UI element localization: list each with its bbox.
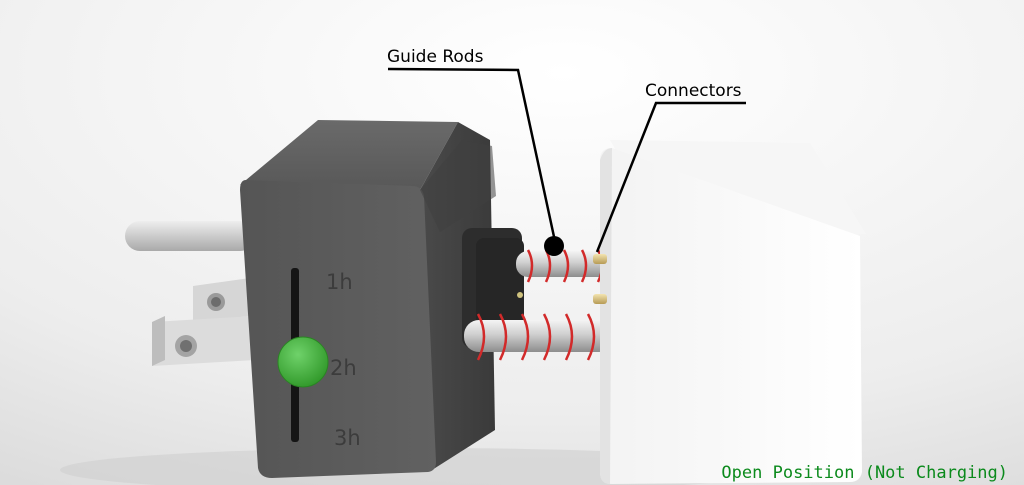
flat-prongs [152, 278, 256, 366]
slider-tick-labels: 1h 2h 3h [326, 270, 361, 450]
tick-2h: 2h [330, 356, 357, 380]
slider-knob[interactable] [277, 336, 329, 388]
guide-rods-leader [387, 67, 558, 247]
timer-body [240, 120, 524, 478]
connectors [593, 254, 607, 304]
guide-rods [464, 249, 624, 361]
spring-lower [476, 313, 596, 361]
connectors-label: Connectors [645, 81, 742, 101]
connectors-leader [595, 101, 746, 253]
guide-rods-label: Guide Rods [387, 47, 484, 67]
tick-1h: 1h [326, 270, 353, 294]
callout-lines [387, 67, 746, 256]
usb-adapter-cube [600, 140, 866, 484]
guide-rod-lower [464, 320, 614, 352]
spring-upper [526, 249, 604, 283]
tick-3h: 3h [334, 426, 361, 450]
ground-prong [125, 221, 255, 251]
guide-rods-marker [544, 236, 564, 256]
status-caption: Open Position (Not Charging) [721, 463, 1008, 483]
